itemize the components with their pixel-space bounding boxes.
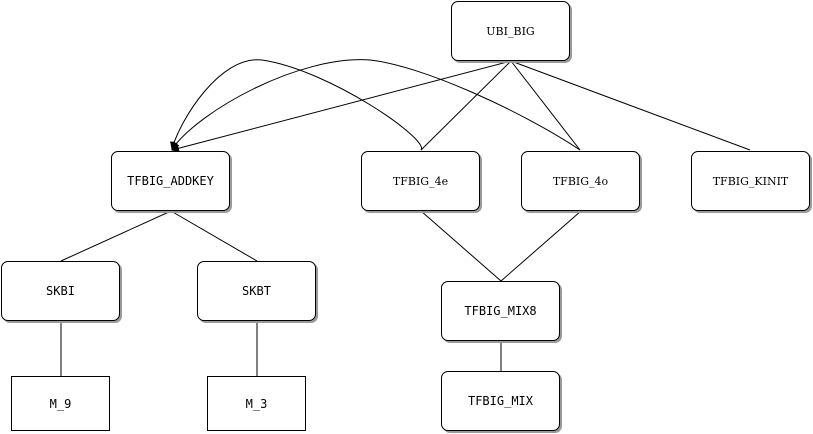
node-tfbig-addkey-label: TFBIG_ADDKEY — [127, 174, 214, 188]
edge-ubi-big-to-tfbig-kinit — [510, 60, 751, 151]
node-skbt[interactable]: SKBT — [197, 261, 316, 321]
node-tfbig-mix8[interactable]: TFBIG_MIX8 — [441, 281, 560, 341]
node-skbi-label: SKBI — [46, 284, 75, 298]
node-m-3[interactable]: M_3 — [207, 376, 306, 431]
node-tfbig-addkey[interactable]: TFBIG_ADDKEY — [111, 151, 230, 211]
edge-tfbig-4o-to-tfbig-mix8 — [500, 210, 582, 282]
node-ubi-big-label: UBI_BIG — [486, 24, 535, 38]
node-tfbig-mix[interactable]: TFBIG_MIX — [441, 371, 560, 431]
node-skbt-label: SKBT — [242, 284, 271, 298]
node-m-3-label: M_3 — [245, 396, 268, 411]
edge-tfbig-4o-to-tfbig-addkey — [171, 59, 581, 151]
edge-tfbig-4e-to-tfbig-mix8 — [420, 210, 502, 282]
edge-tfbig-addkey-to-skbt — [170, 210, 258, 262]
node-tfbig-mix-label: TFBIG_MIX — [467, 394, 534, 408]
edge-ubi-big-to-tfbig-4e — [420, 60, 512, 151]
edge-ubi-big-to-tfbig-4o — [510, 60, 581, 151]
edge-tfbig-4e-to-tfbig-addkey — [170, 59, 422, 151]
node-tfbig-kinit[interactable]: TFBIG_KINIT — [691, 151, 810, 211]
node-m-9-label: M_9 — [49, 396, 72, 411]
node-tfbig-4o-label: TFBIG_4o — [552, 174, 609, 188]
node-m-9[interactable]: M_9 — [11, 376, 110, 431]
node-tfbig-4e[interactable]: TFBIG_4e — [361, 151, 480, 211]
node-tfbig-kinit-label: TFBIG_KINIT — [712, 174, 789, 188]
node-tfbig-4e-label: TFBIG_4e — [392, 174, 449, 188]
node-tfbig-4o[interactable]: TFBIG_4o — [521, 151, 640, 211]
edge-tfbig-addkey-to-skbi — [60, 210, 172, 262]
node-skbi[interactable]: SKBI — [1, 261, 120, 321]
node-ubi-big[interactable]: UBI_BIG — [451, 1, 570, 61]
node-tfbig-mix8-label: TFBIG_MIX8 — [464, 304, 537, 318]
edge-ubi-big-to-tfbig-addkey — [171, 60, 512, 153]
